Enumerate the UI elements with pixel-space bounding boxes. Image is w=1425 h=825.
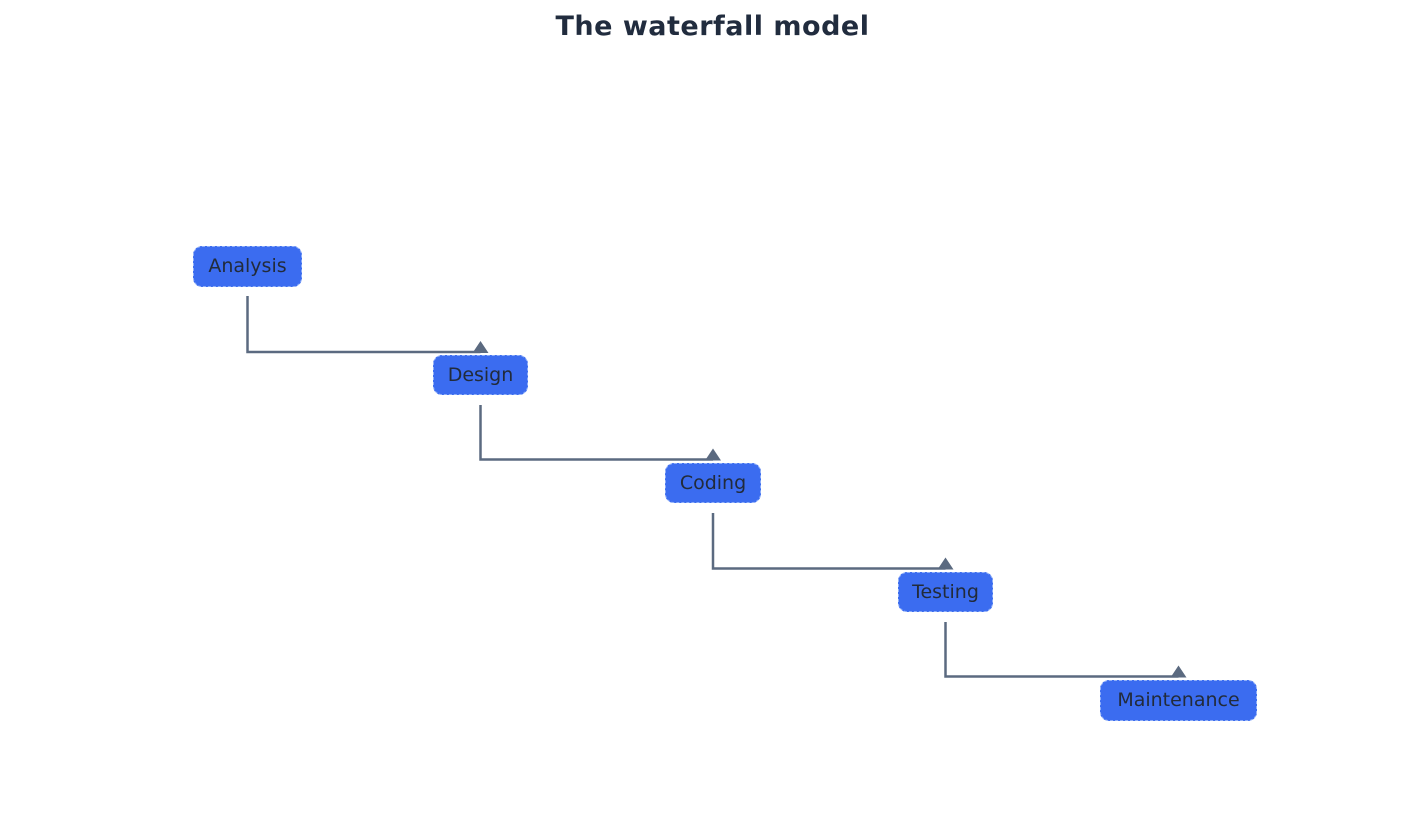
node-analysis-label: Analysis xyxy=(208,255,287,277)
node-coding-label: Coding xyxy=(679,471,747,494)
node-maintenance: Maintenance xyxy=(1100,680,1257,721)
edge-analysis-design xyxy=(246,296,481,354)
node-design: Design xyxy=(433,355,528,395)
edge-design-coding xyxy=(479,405,713,461)
edge-testing-maintenance xyxy=(944,622,1179,678)
edge-coding-testing xyxy=(711,513,946,570)
node-coding: Coding xyxy=(665,463,761,503)
node-design-label: Design xyxy=(447,363,514,386)
node-analysis: Analysis xyxy=(193,246,302,287)
arrowhead-up-icon xyxy=(472,341,489,353)
diagram-title: The waterfall model xyxy=(555,11,870,42)
node-testing: Testing xyxy=(898,572,993,612)
arrowhead-up-icon xyxy=(1170,665,1187,678)
arrowhead-up-icon xyxy=(937,557,954,570)
arrowhead-up-icon xyxy=(705,448,721,461)
node-testing-label: Testing xyxy=(912,580,979,603)
node-maintenance-label: Maintenance xyxy=(1117,689,1240,711)
